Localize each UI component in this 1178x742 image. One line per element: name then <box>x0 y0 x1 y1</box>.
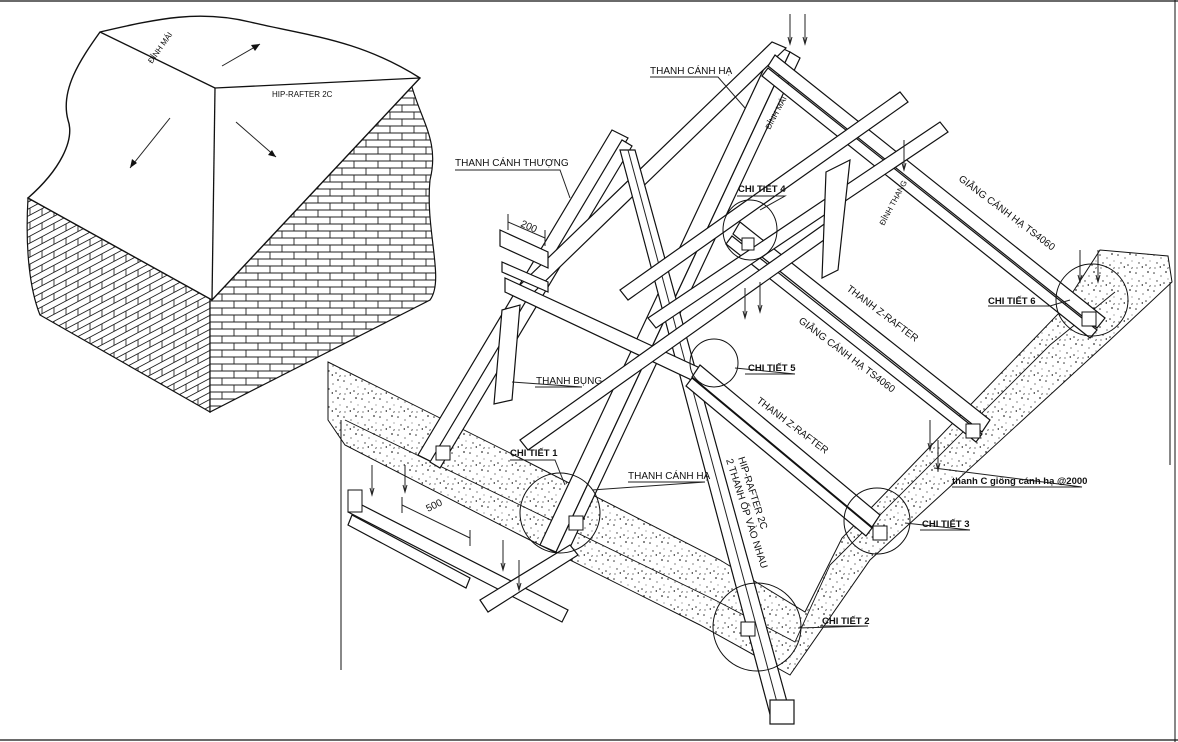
rafter-top-stub <box>499 229 549 269</box>
hip-line-right <box>214 77 421 89</box>
label-thanh-canh-ha-top: THANH CÁNH HẠ <box>650 64 733 77</box>
detail-label-2: CHI TIẾT 2 <box>822 616 870 627</box>
flow-arrow-up <box>221 43 261 67</box>
ground-inner <box>344 291 1116 643</box>
z-rafter-1b <box>725 235 983 443</box>
detail-circle-6 <box>1055 263 1129 337</box>
bottom-beam-3 <box>479 544 579 613</box>
leader-lines <box>455 76 1083 629</box>
detail-circle-2 <box>712 582 802 672</box>
brick-wall-right <box>209 78 437 413</box>
dimension-200 <box>507 214 546 246</box>
detail-label-4: CHI TIẾT 4 <box>738 184 786 195</box>
hip-rafter-end <box>769 699 795 725</box>
z-rafter-2b <box>685 377 873 537</box>
dimension-500-label: 500 <box>424 497 444 514</box>
label-thanh-bung: THANH BỤNG <box>536 376 602 387</box>
detail-circle-4 <box>722 199 778 261</box>
detail-circle-3 <box>843 487 911 555</box>
rafters <box>347 41 1106 725</box>
dimension-200-label: 200 <box>519 219 539 236</box>
flow-arrow-left <box>129 117 171 169</box>
label-giang-canh-ha-2: GIẰNG CÁNH HẠ TS4060 <box>796 314 898 395</box>
flow-arrow-right <box>235 121 277 158</box>
load-arrows <box>369 14 1101 592</box>
label-thanh-canh-thuong: THANH CÁNH THƯỢNG <box>455 156 569 169</box>
bottom-beam-2 <box>347 514 471 589</box>
label-ridge-mark-2: ĐỈNH THANG <box>878 179 909 227</box>
hip-label: HIP-RAFTER 2C <box>272 90 333 99</box>
label-thanh-c: thanh C giống cánh hạ @2000 <box>952 476 1087 487</box>
ridge-line <box>99 31 216 89</box>
detail-label-1: CHI TIẾT 1 <box>510 448 558 459</box>
detail-label-5: CHI TIẾT 5 <box>748 363 796 374</box>
detail-circle-5 <box>689 338 739 388</box>
detail-label-3: CHI TIẾT 3 <box>922 519 970 530</box>
thanh-bung <box>493 304 521 405</box>
hip-line-front <box>211 87 216 301</box>
roof-surface <box>26 15 422 301</box>
label-thanh-canh-ha-bottom: THANH CÁNH HẠ <box>628 469 711 482</box>
detail-label-6: CHI TIẾT 6 <box>988 296 1036 307</box>
dimension-500 <box>401 497 471 546</box>
base-plates <box>435 237 1097 637</box>
roof-sketch: ĐỈNH MÁI HIP-RAFTER 2C <box>26 15 437 414</box>
rafter-top-stub-2 <box>501 261 549 293</box>
brace-top-right <box>767 54 1106 329</box>
thanh-bung-2 <box>821 158 851 279</box>
z-rafter-2 <box>691 364 881 528</box>
z-rafter-1 <box>732 221 991 433</box>
brick-wall-left <box>26 197 211 414</box>
